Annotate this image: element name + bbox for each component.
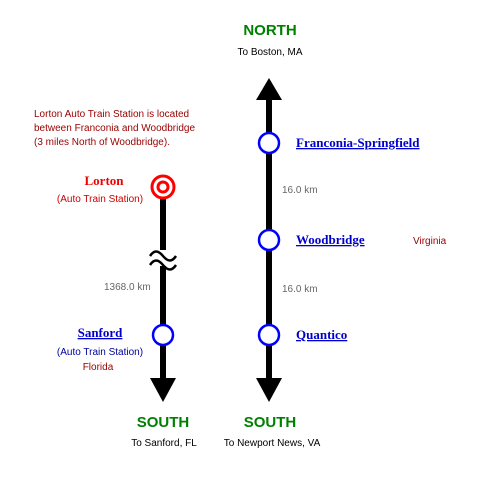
distance-lorton-sanford: 1368.0 km [104, 282, 151, 293]
region-label-virginia: Virginia [413, 236, 447, 247]
lorton-station-name[interactable]: Lorton [85, 173, 125, 188]
station-label-sanford[interactable]: Sanford [78, 325, 124, 340]
region-label-florida: Florida [83, 362, 114, 373]
lorton-note-line-2: between Franconia and Woodbridge [34, 123, 195, 134]
station-marker-sanford[interactable] [151, 323, 175, 347]
distance-woodbridge-quantico: 16.0 km [282, 284, 318, 295]
north-destination: To Boston, MA [237, 47, 302, 58]
sanford-station-subtitle: (Auto Train Station) [57, 347, 143, 358]
distance-franconia-woodbridge: 16.0 km [282, 185, 318, 196]
line-break-symbol [148, 250, 178, 271]
station-marker-woodbridge[interactable] [257, 228, 281, 252]
lorton-station-subtitle: (Auto Train Station) [57, 194, 143, 205]
station-label-woodbridge[interactable]: Woodbridge [296, 232, 365, 247]
station-marker-quantico[interactable] [257, 323, 281, 347]
south-destination-right: To Newport News, VA [224, 438, 321, 449]
north-label: NORTH [243, 22, 296, 39]
line-break-gap [150, 250, 176, 266]
south-arrow-head-right [256, 378, 282, 402]
lorton-target-inner [156, 180, 170, 194]
station-marker-franconia[interactable] [257, 131, 281, 155]
south-label-left: SOUTH [137, 414, 190, 431]
station-label-quantico[interactable]: Quantico [296, 327, 347, 342]
south-destination-left: To Sanford, FL [131, 438, 197, 449]
lorton-note-line-3: (3 miles North of Woodbridge). [34, 137, 170, 148]
station-label-franconia[interactable]: Franconia-Springfield [296, 135, 420, 150]
south-label-right: SOUTH [244, 414, 297, 431]
south-arrow-head-left [150, 378, 176, 402]
north-arrow-head [256, 78, 282, 100]
lorton-note-line-1: Lorton Auto Train Station is located [34, 109, 189, 120]
